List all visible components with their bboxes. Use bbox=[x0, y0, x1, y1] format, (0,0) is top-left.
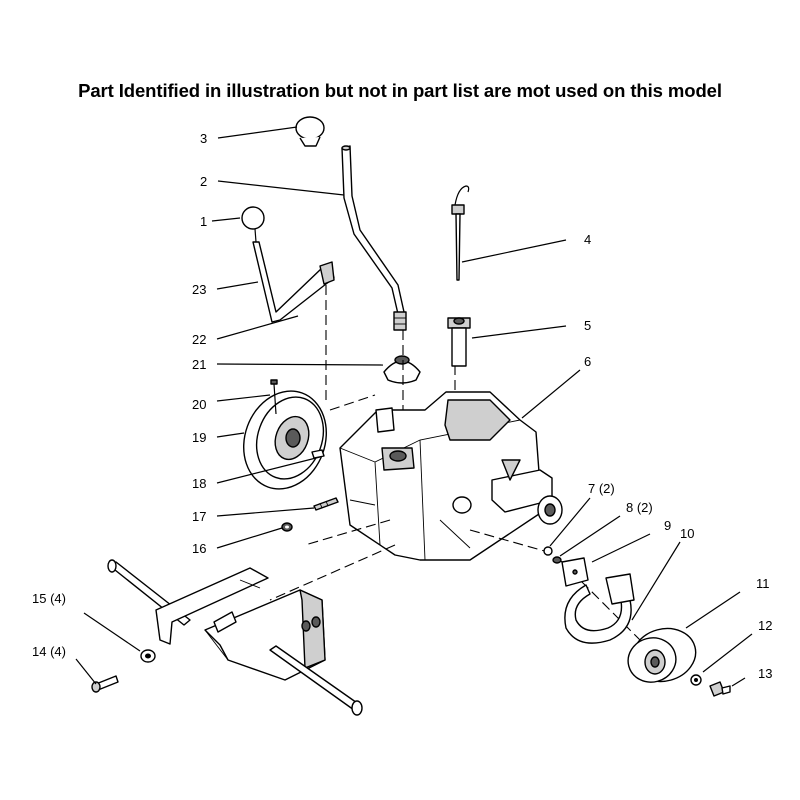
part-7-bolt bbox=[543, 546, 553, 556]
part-3-knob bbox=[295, 116, 325, 147]
part-11-brake-drum bbox=[627, 627, 697, 683]
callout-23: 23 bbox=[192, 282, 206, 297]
part-10-brake-band bbox=[564, 573, 635, 644]
callout-21: 21 bbox=[192, 357, 206, 372]
part-2-shift-lever bbox=[341, 145, 407, 331]
callout-18: 18 bbox=[192, 476, 206, 491]
part-21-boot bbox=[383, 355, 421, 384]
callout-6: 6 bbox=[584, 354, 591, 369]
callout-11: 11 bbox=[756, 576, 770, 591]
part-12-washer bbox=[690, 674, 702, 686]
part-1-ball-knob bbox=[241, 206, 265, 243]
part-14-bolt bbox=[91, 675, 119, 693]
callout-7: 7 (2) bbox=[588, 481, 615, 496]
callout-1: 1 bbox=[200, 214, 207, 229]
page-title: Part Identified in illustration but not … bbox=[78, 80, 722, 101]
callout-20: 20 bbox=[192, 397, 206, 412]
callout-19: 19 bbox=[192, 430, 206, 445]
callout-10: 10 bbox=[680, 526, 694, 541]
callout-9: 9 bbox=[664, 518, 671, 533]
part-18-key bbox=[311, 449, 325, 459]
part-4-dipstick bbox=[451, 185, 470, 281]
part-9-bracket bbox=[561, 557, 589, 587]
callout-4: 4 bbox=[584, 232, 591, 247]
callout-15: 15 (4) bbox=[32, 591, 66, 606]
callout-12: 12 bbox=[758, 618, 772, 633]
callout-3: 3 bbox=[200, 131, 207, 146]
callout-17: 17 bbox=[192, 509, 206, 524]
part-19-pulley bbox=[243, 390, 327, 490]
part-15-washer bbox=[140, 649, 156, 663]
leader-lines bbox=[75, 126, 753, 687]
callout-16: 16 bbox=[192, 541, 206, 556]
alignment-line bbox=[469, 529, 549, 553]
callout-5: 5 bbox=[584, 318, 591, 333]
alignment-line bbox=[269, 544, 396, 601]
callout-14: 14 (4) bbox=[32, 644, 66, 659]
callout-2: 2 bbox=[200, 174, 207, 189]
part-17-screw bbox=[313, 497, 339, 511]
callout-13: 13 bbox=[758, 666, 772, 681]
callout-22: 22 bbox=[192, 332, 206, 347]
part-23-lever bbox=[252, 241, 335, 323]
frame-assembly bbox=[107, 559, 363, 716]
part-5-fill-tube bbox=[447, 317, 471, 367]
part-16-washer bbox=[281, 522, 293, 532]
callout-8: 8 (2) bbox=[626, 500, 653, 515]
part-6-transmission-housing bbox=[339, 391, 563, 561]
alignment-line bbox=[329, 394, 376, 411]
part-13-bolt bbox=[709, 681, 731, 697]
part-20-bolt bbox=[270, 379, 278, 415]
part-8-nut bbox=[552, 556, 562, 564]
